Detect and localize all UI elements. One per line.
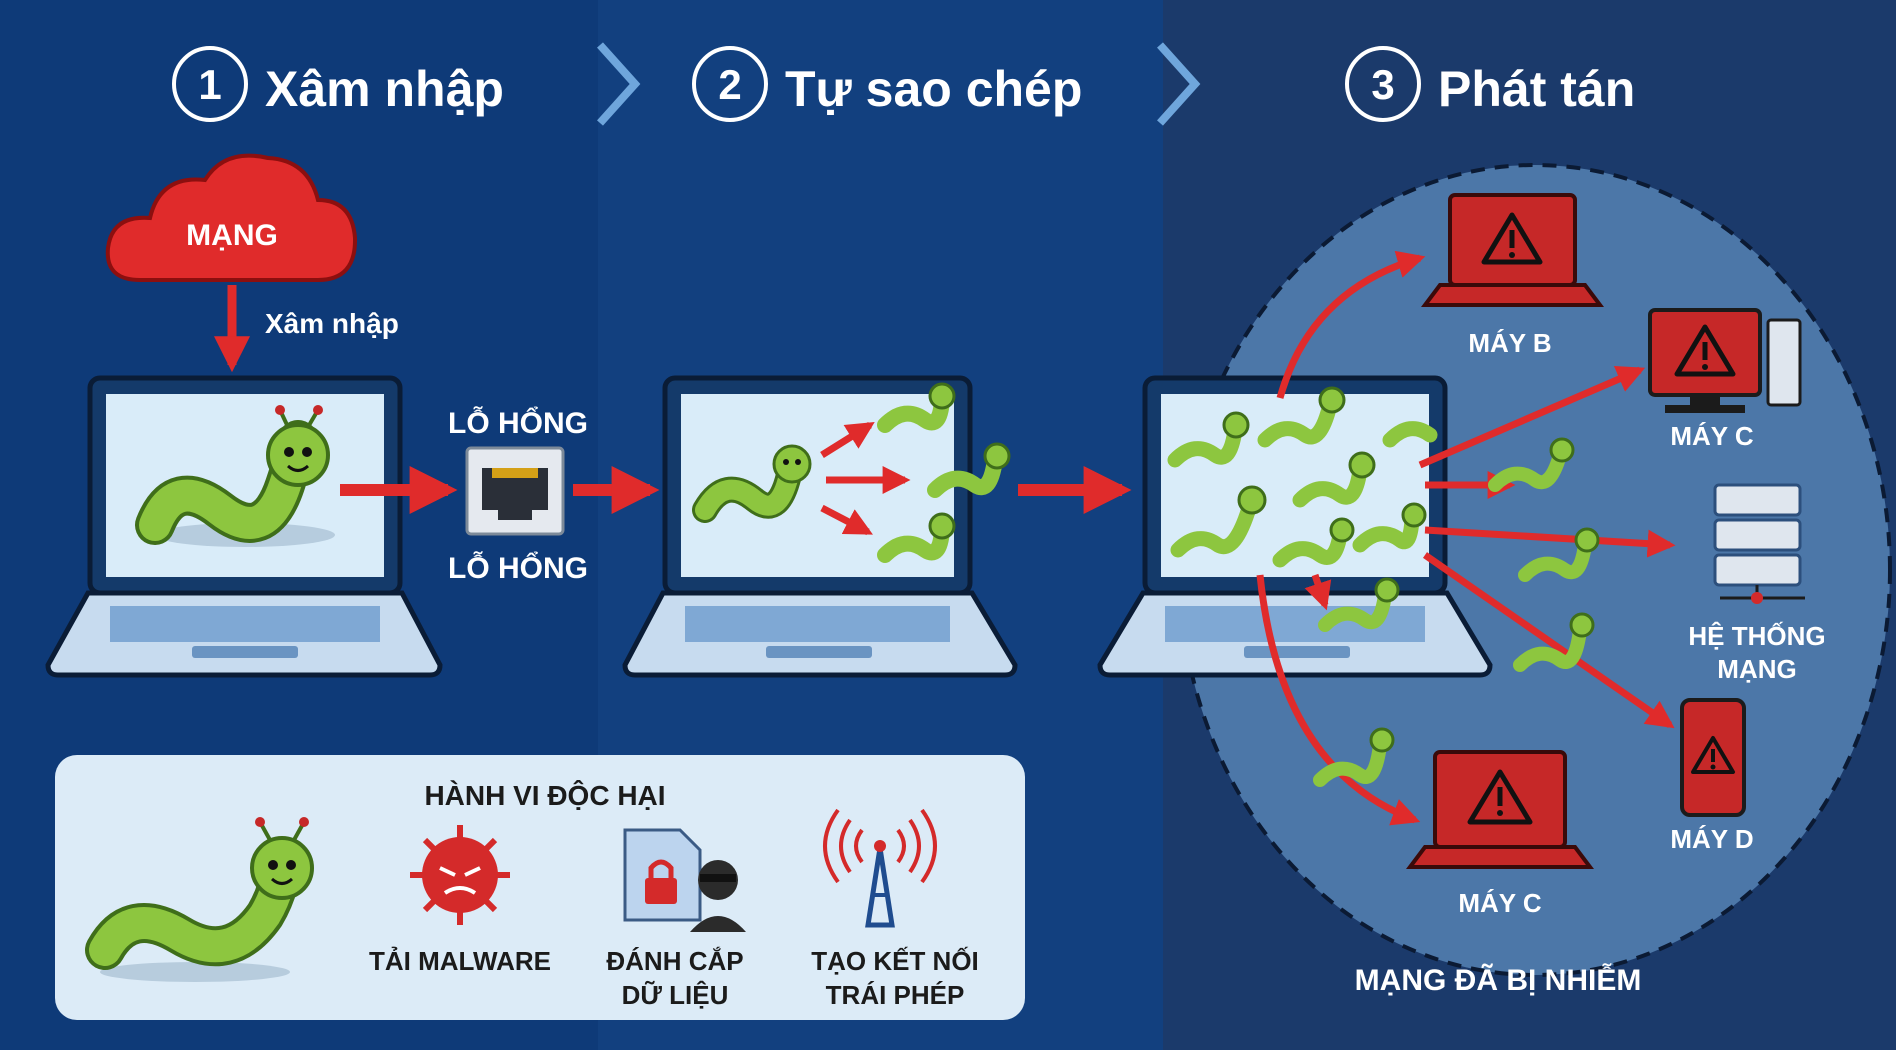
target-label-d: MÁY D [1670, 824, 1753, 854]
spreading-worm-heads [1369, 437, 1600, 753]
signal-tower-icon [823, 808, 937, 928]
warning-icon [1691, 736, 1735, 774]
worm-copy-icon [927, 442, 1011, 498]
data-theft-label-1: ĐÁNH CẮP [606, 946, 743, 976]
target-laptop-c [1406, 750, 1594, 869]
worm-heads [1222, 386, 1427, 543]
step-3-title: Phát tán [1438, 61, 1635, 117]
worm-copy-icon [877, 512, 956, 563]
step-3-number-badge [1345, 46, 1421, 122]
worm-copy-icon [877, 382, 956, 433]
worm-icon [85, 817, 314, 982]
spread-arrow [1276, 250, 1426, 399]
malicious-behavior-panel: HÀNH VI ĐỘC HẠI TẢI MALWARE [55, 755, 1025, 1020]
step-1-number-badge [172, 46, 248, 122]
target-phone-d [1680, 698, 1746, 817]
target-label-network-1: HỆ THỐNG [1688, 621, 1825, 651]
connection-label-1: TẠO KẾT NỐI [811, 946, 979, 976]
step-1-number: 1 [198, 61, 221, 108]
infected-network-label: MẠNG ĐÃ BỊ NHIỄM [1355, 963, 1642, 997]
network-cloud-icon: MẠNG [105, 153, 358, 282]
replication-arrow [820, 504, 873, 536]
server-icon [1713, 483, 1805, 604]
step-1-header: 1 Xâm nhập [172, 46, 504, 122]
data-theft-label-2: DỮ LIỆU [622, 980, 729, 1010]
target-laptop-b [1421, 193, 1604, 307]
target-label-c-laptop: MÁY C [1458, 888, 1542, 918]
data-theft-icon [623, 828, 746, 932]
spreading-worms [1313, 448, 1592, 787]
vulnerability-label-bottom: LỖ HỔNG [448, 551, 588, 585]
virus-icon [410, 825, 510, 925]
target-label-c-desktop: MÁY C [1670, 421, 1754, 451]
worm-icon [692, 444, 812, 523]
vulnerability-label-top: LỖ HỔNG [448, 406, 588, 440]
replication-arrow [820, 422, 875, 458]
spread-arrow [1304, 573, 1332, 611]
network-port-icon [465, 446, 565, 536]
step-3-number: 3 [1371, 61, 1394, 108]
worm-icon [135, 405, 335, 547]
step-2-title: Tự sao chép [785, 61, 1082, 117]
worm-swarm [1167, 397, 1438, 568]
network-cloud-label: MẠNG [186, 219, 278, 252]
spread-arrow [1256, 574, 1421, 826]
step-2-header: 2 Tự sao chép [692, 46, 1082, 122]
step-1-title: Xâm nhập [265, 61, 504, 117]
step-2-number-badge [692, 46, 768, 122]
warning-icon [1467, 769, 1533, 825]
spread-arrow [1423, 552, 1675, 729]
malware-label: TẢI MALWARE [369, 946, 551, 976]
target-label-network-2: MẠNG [1717, 654, 1796, 684]
chevron-right-icon [597, 42, 641, 126]
warning-icon [1674, 324, 1736, 377]
chevron-right-icon [1157, 42, 1201, 126]
target-desktop-c [1648, 308, 1802, 413]
target-label-b: MÁY B [1468, 328, 1551, 358]
malicious-behavior-title: HÀNH VI ĐỘC HẠI [424, 779, 665, 811]
entry-label: Xâm nhập [265, 308, 399, 339]
step-3-header: 3 Phát tán [1345, 46, 1635, 122]
warning-icon [1481, 212, 1543, 265]
step-2-number: 2 [718, 61, 741, 108]
connection-label-2: TRÁI PHÉP [826, 980, 965, 1010]
replicating-laptop [622, 375, 1018, 678]
spread-arrow [1424, 526, 1676, 558]
spread-arrow [1418, 366, 1646, 469]
